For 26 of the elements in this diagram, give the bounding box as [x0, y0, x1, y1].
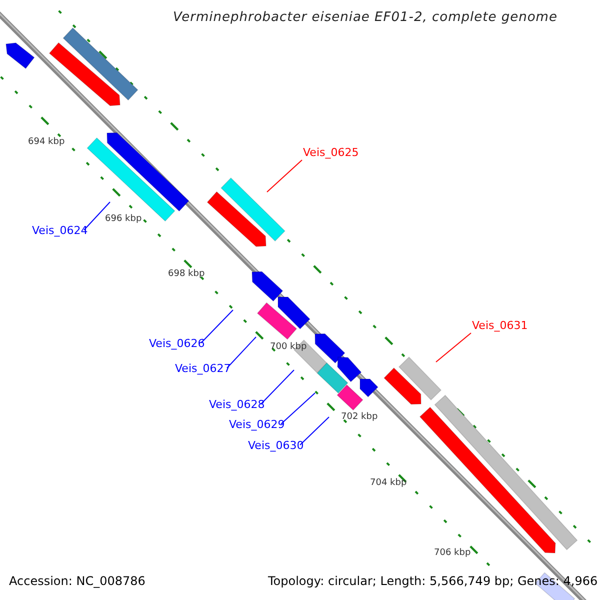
info-text: Topology: circular; Length: 5,566,749 bp; Genes: 4,966 — [268, 575, 598, 587]
info-text: Accession: NC_008786 — [9, 575, 146, 587]
position-label: 706 kbp — [434, 549, 471, 558]
gene-label: Veis_0627 — [175, 362, 231, 376]
gene-label: Veis_0631 — [472, 319, 528, 333]
position-label: 698 kbp — [168, 270, 205, 279]
gene-label: Veis_0626 — [149, 337, 205, 351]
gene-label: Veis_0629 — [229, 418, 285, 432]
gene-label: Veis_0625 — [303, 146, 359, 160]
position-label: 694 kbp — [28, 138, 65, 147]
gene-label: Veis_0630 — [248, 439, 304, 453]
leader-line — [200, 310, 234, 344]
position-label: 696 kbp — [105, 215, 142, 224]
leader-line — [436, 332, 472, 362]
gene-label: Veis_0624 — [32, 224, 88, 238]
leader-line — [260, 370, 294, 404]
leader-line — [266, 160, 302, 192]
position-label: 702 kbp — [341, 413, 378, 422]
leader-line — [84, 202, 110, 230]
leader-line — [226, 336, 256, 368]
position-label: 700 kbp — [270, 343, 307, 352]
position-label: 704 kbp — [370, 479, 407, 488]
leader-line — [300, 416, 330, 446]
gene-label: Veis_0628 — [209, 398, 265, 412]
leader-line — [280, 392, 316, 424]
title: Verminephrobacter eiseniae EF01-2, complete genome — [173, 9, 558, 27]
